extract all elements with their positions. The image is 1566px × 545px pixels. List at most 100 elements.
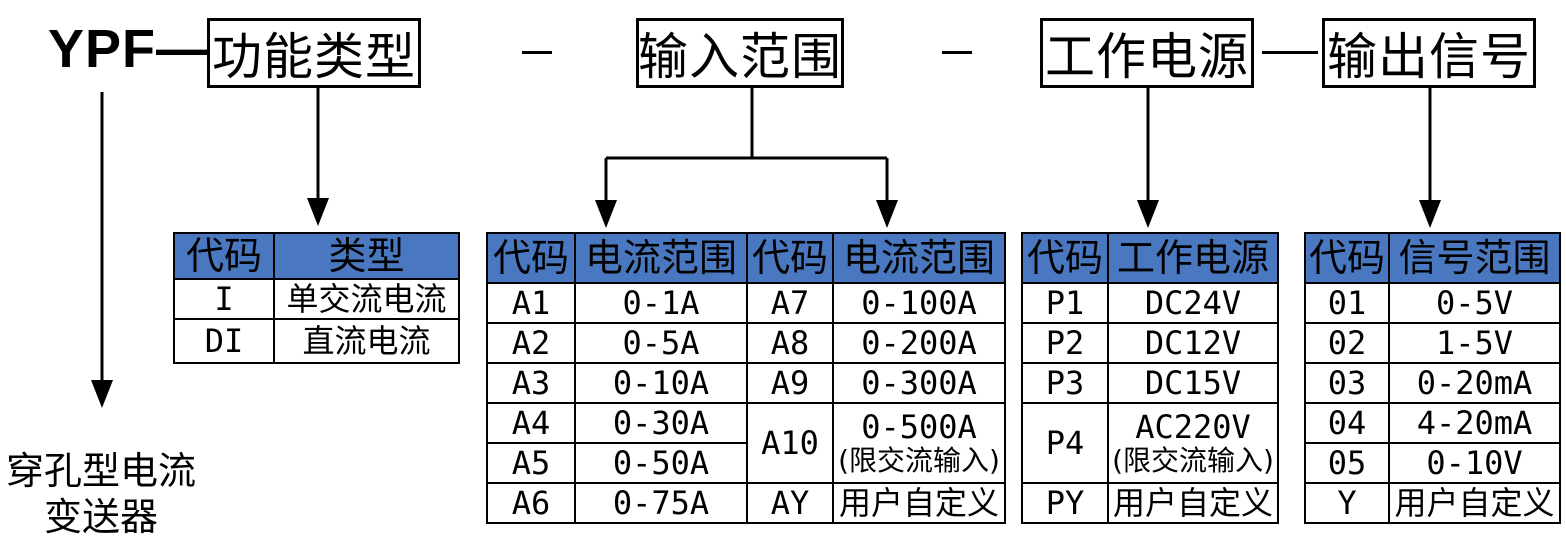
code-cell: DI: [173, 318, 275, 364]
value-cell: 0-100A: [832, 282, 1006, 324]
code-cell: P3: [1021, 362, 1109, 404]
table-row: A4 0-30A A10 0-500A (限交流输入): [486, 402, 1006, 484]
function-type-table: 代码 类型 I 单交流电流 DI 直流电流: [173, 232, 460, 364]
code-cell: A8: [746, 322, 834, 364]
code-cell: A9: [746, 362, 834, 404]
output-signal-box: 输出信号: [1322, 18, 1536, 88]
code-cell: 02: [1304, 322, 1390, 364]
value-note: (限交流输入): [1112, 444, 1274, 477]
value-cell: DC24V: [1107, 282, 1279, 324]
header-range: 电流范围: [574, 232, 748, 284]
code-cell: 03: [1304, 362, 1390, 404]
value-cell: 0-5A: [574, 322, 748, 364]
header-signal: 信号范围: [1388, 232, 1561, 284]
power-arrowhead: [1137, 200, 1159, 228]
value-cell: 0-5V: [1388, 282, 1561, 324]
value-cell: 直流电流: [273, 318, 460, 364]
table-row: P3 DC15V: [1021, 362, 1279, 404]
code-cell: P1: [1021, 282, 1109, 324]
separator-2: [942, 51, 972, 54]
header-type: 类型: [273, 232, 460, 280]
description-line-2: 变送器: [43, 495, 158, 539]
output-signal-table: 代码 信号范围 01 0-5V 02 1-5V 03 0-20mA 04 4-2…: [1304, 232, 1561, 524]
header-code: 代码: [173, 232, 275, 280]
value-cell: 0-200A: [832, 322, 1006, 364]
value-cell: DC15V: [1107, 362, 1279, 404]
code-cell: A6: [486, 482, 576, 524]
table-row: 02 1-5V: [1304, 322, 1561, 364]
table-row: P4 AC220V (限交流输入): [1021, 402, 1279, 484]
value-cell: 0-10A: [574, 362, 748, 404]
table-row: Y 用户自定义: [1304, 482, 1561, 524]
table-row: A1 0-1A A7 0-100A: [486, 282, 1006, 324]
table-row: A6 0-75A AY 用户自定义: [486, 482, 1006, 524]
code-cell: 04: [1304, 402, 1390, 444]
table-row: 04 4-20mA: [1304, 402, 1561, 444]
value-cell: 用户自定义: [1388, 482, 1561, 524]
input-range-table: 代码 电流范围 代码 电流范围 A1 0-1A A7 0-100A A2 0-5…: [486, 232, 1006, 524]
table-row: PY 用户自定义: [1021, 482, 1279, 524]
table-row: 03 0-20mA: [1304, 362, 1561, 404]
code-cell: I: [173, 278, 275, 320]
value-cell: 用户自定义: [1107, 482, 1279, 524]
product-description: 穿孔型电流 变送器: [6, 448, 196, 540]
input-right-arrowhead: [876, 200, 898, 228]
value-cell: 0-1A: [574, 282, 748, 324]
table-row: 01 0-5V: [1304, 282, 1561, 324]
code-cell: A4: [486, 402, 576, 444]
code-cell: PY: [1021, 482, 1109, 524]
table-row: DI 直流电流: [173, 318, 460, 364]
value-cell: 0-300A: [832, 362, 1006, 404]
code-cell: AY: [746, 482, 834, 524]
value-cell: 0-10V: [1388, 442, 1561, 484]
value-cell: 单交流电流: [273, 278, 460, 320]
table-row: A5 0-50A: [486, 442, 1005, 484]
value-cell: 4-20mA: [1388, 402, 1561, 444]
code-cell: Y: [1304, 482, 1390, 524]
function-arrowhead: [307, 198, 329, 226]
model-prefix: YPF—: [48, 19, 212, 79]
function-type-box: 功能类型: [207, 18, 421, 88]
value-cell: 0-50A: [574, 442, 748, 484]
value-cell: 用户自定义: [832, 482, 1006, 524]
header-power: 工作电源: [1107, 232, 1279, 284]
header-code: 代码: [1304, 232, 1390, 284]
value-line: 0-500A: [861, 408, 977, 446]
power-supply-table: 代码 工作电源 P1 DC24V P2 DC12V P3 DC15V P4 AC…: [1021, 232, 1279, 524]
code-cell: A10: [746, 402, 834, 484]
header-code: 代码: [486, 232, 576, 284]
code-cell: A5: [486, 442, 576, 484]
value-cell-merged: 0-500A (限交流输入): [832, 402, 1006, 484]
code-cell: A1: [486, 282, 576, 324]
code-cell: A7: [746, 282, 834, 324]
value-note: (限交流输入): [838, 444, 1000, 477]
code-cell: A3: [486, 362, 576, 404]
value-cell: 1-5V: [1388, 322, 1561, 364]
power-supply-box: 工作电源: [1040, 18, 1254, 88]
output-arrowhead: [1419, 200, 1441, 228]
table-row: I 单交流电流: [173, 278, 460, 320]
code-cell: P2: [1021, 322, 1109, 364]
description-line-1: 穿孔型电流: [6, 449, 197, 493]
table-row: A3 0-10A A9 0-300A: [486, 362, 1006, 404]
separator-1: [522, 51, 552, 54]
input-range-box: 输入范围: [636, 18, 844, 88]
input-left-arrowhead: [595, 200, 617, 228]
code-cell: 01: [1304, 282, 1390, 324]
value-cell: DC12V: [1107, 322, 1279, 364]
table-row: 05 0-10V: [1304, 442, 1561, 484]
value-cell: 0-30A: [574, 402, 748, 444]
header-code: 代码: [1021, 232, 1109, 284]
separator-3: [1262, 51, 1318, 54]
code-cell: P4: [1021, 402, 1109, 484]
header-range: 电流范围: [832, 232, 1006, 284]
table-row: A2 0-5A A8 0-200A: [486, 322, 1006, 364]
code-cell: 05: [1304, 442, 1390, 484]
value-cell: 0-20mA: [1388, 362, 1561, 404]
value-line: AC220V: [1135, 408, 1251, 446]
code-cell: A2: [486, 322, 576, 364]
prefix-down-arrowhead: [91, 380, 113, 408]
header-code: 代码: [746, 232, 834, 284]
value-cell-merged: AC220V (限交流输入): [1107, 402, 1279, 484]
